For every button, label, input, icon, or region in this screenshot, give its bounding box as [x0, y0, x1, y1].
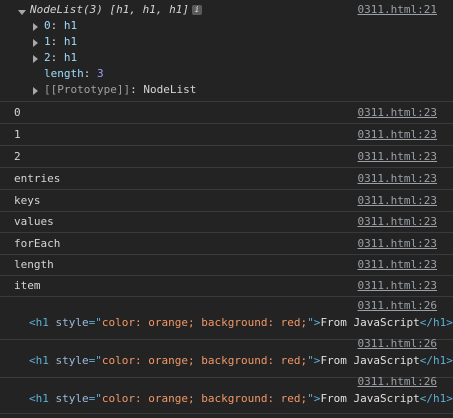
log-row: 2 0311.html:23 — [0, 146, 453, 168]
source-link[interactable]: 0311.html:23 — [357, 150, 437, 163]
source-link[interactable]: 0311.html:23 — [357, 215, 437, 228]
log-text: keys — [14, 194, 41, 207]
element-text: From JavaScript — [320, 392, 420, 405]
attr-name: style — [55, 354, 89, 367]
element-node[interactable]: <h1 style="color: orange; background: re… — [29, 316, 453, 329]
log-text: 2 — [14, 150, 21, 163]
item-index: 0 — [44, 19, 51, 32]
item-value: h1 — [63, 19, 78, 32]
item-index: 1 — [44, 35, 51, 48]
log-text: values — [14, 215, 54, 228]
tag-open: <h1 — [29, 316, 56, 329]
source-link[interactable]: 0311.html:26 — [357, 337, 437, 350]
log-row: 0 0311.html:23 — [0, 102, 453, 124]
log-text: forEach — [14, 237, 61, 250]
attr-eq: =" — [88, 316, 102, 329]
expand-arrow-icon[interactable] — [33, 39, 38, 47]
element-node[interactable]: <h1 style="color: orange; background: re… — [29, 392, 453, 405]
tag-close: "> — [307, 354, 321, 367]
tag-end: </h1> — [419, 392, 453, 405]
length-key: length — [44, 67, 84, 80]
collapse-arrow-icon[interactable] — [18, 10, 26, 15]
log-text: 0 — [14, 106, 21, 119]
log-row: values 0311.html:23 — [0, 211, 453, 233]
expand-arrow-icon[interactable] — [33, 23, 38, 31]
source-link[interactable]: 0311.html:23 — [357, 258, 437, 271]
element-text: From JavaScript — [320, 354, 420, 367]
attr-eq: =" — [88, 354, 102, 367]
log-row: entries 0311.html:23 — [0, 168, 453, 190]
nodelist-group: NodeList(3) [h1, h1, h1]i 0311.html:21 0… — [0, 0, 453, 102]
log-row: forEach 0311.html:23 — [0, 233, 453, 255]
attr-value: color: orange; background: red; — [101, 316, 308, 329]
log-row: keys 0311.html:23 — [0, 190, 453, 212]
attr-name: style — [55, 392, 89, 405]
info-icon: i — [191, 5, 202, 15]
source-link[interactable]: 0311.html:26 — [357, 299, 437, 312]
source-link[interactable]: 0311.html:23 — [357, 237, 437, 250]
element-log-row: 0311.html:26 <h1 style="color: orange; b… — [0, 297, 453, 340]
nodelist-item-0[interactable]: 0: h1 — [44, 19, 78, 32]
source-link[interactable]: 0311.html:23 — [357, 172, 437, 185]
source-link[interactable]: 0311.html:23 — [357, 128, 437, 141]
log-row: 1 0311.html:23 — [0, 124, 453, 146]
tag-end: </h1> — [419, 316, 453, 329]
prototype-value: NodeList — [143, 83, 197, 96]
element-text: From JavaScript — [320, 316, 420, 329]
source-link[interactable]: 0311.html:26 — [357, 375, 437, 388]
element-log-row: 0311.html:26 <h1 style="color: orange; b… — [0, 373, 453, 414]
prototype-key: [[Prototype]] — [44, 83, 131, 96]
source-link[interactable]: 0311.html:23 — [357, 106, 437, 119]
attr-value: color: orange; background: red; — [101, 354, 308, 367]
source-link[interactable]: 0311.html:21 — [357, 3, 437, 16]
tag-open: <h1 — [29, 392, 56, 405]
nodelist-length: length: 3 — [44, 67, 104, 80]
tag-close: "> — [307, 316, 321, 329]
item-value: h1 — [63, 51, 78, 64]
tag-end: </h1> — [419, 354, 453, 367]
attr-value: color: orange; background: red; — [101, 392, 308, 405]
log-text: 1 — [14, 128, 21, 141]
log-row: item 0311.html:23 — [0, 275, 453, 297]
source-link[interactable]: 0311.html:23 — [357, 194, 437, 207]
element-log-row: 0311.html:26 <h1 style="color: orange; b… — [0, 335, 453, 378]
nodelist-item-2[interactable]: 2: h1 — [44, 51, 78, 64]
log-row: length 0311.html:23 — [0, 254, 453, 276]
tag-close: "> — [307, 392, 321, 405]
element-node[interactable]: <h1 style="color: orange; background: re… — [29, 354, 453, 367]
log-text: entries — [14, 172, 61, 185]
length-value: 3 — [97, 67, 104, 80]
item-index: 2 — [44, 51, 51, 64]
attr-name: style — [55, 316, 89, 329]
expand-arrow-icon[interactable] — [33, 87, 38, 95]
nodelist-item-1[interactable]: 1: h1 — [44, 35, 78, 48]
item-value: h1 — [63, 35, 78, 48]
nodelist-prototype[interactable]: [[Prototype]]: NodeList — [44, 83, 197, 96]
expand-arrow-icon[interactable] — [33, 55, 38, 63]
attr-eq: =" — [88, 392, 102, 405]
nodelist-header-text: NodeList(3) [h1, h1, h1] — [30, 3, 189, 16]
log-text: length — [14, 258, 54, 271]
log-text: item — [14, 279, 41, 292]
nodelist-header[interactable]: NodeList(3) [h1, h1, h1]i — [30, 3, 202, 16]
source-link[interactable]: 0311.html:23 — [357, 279, 437, 292]
tag-open: <h1 — [29, 354, 56, 367]
